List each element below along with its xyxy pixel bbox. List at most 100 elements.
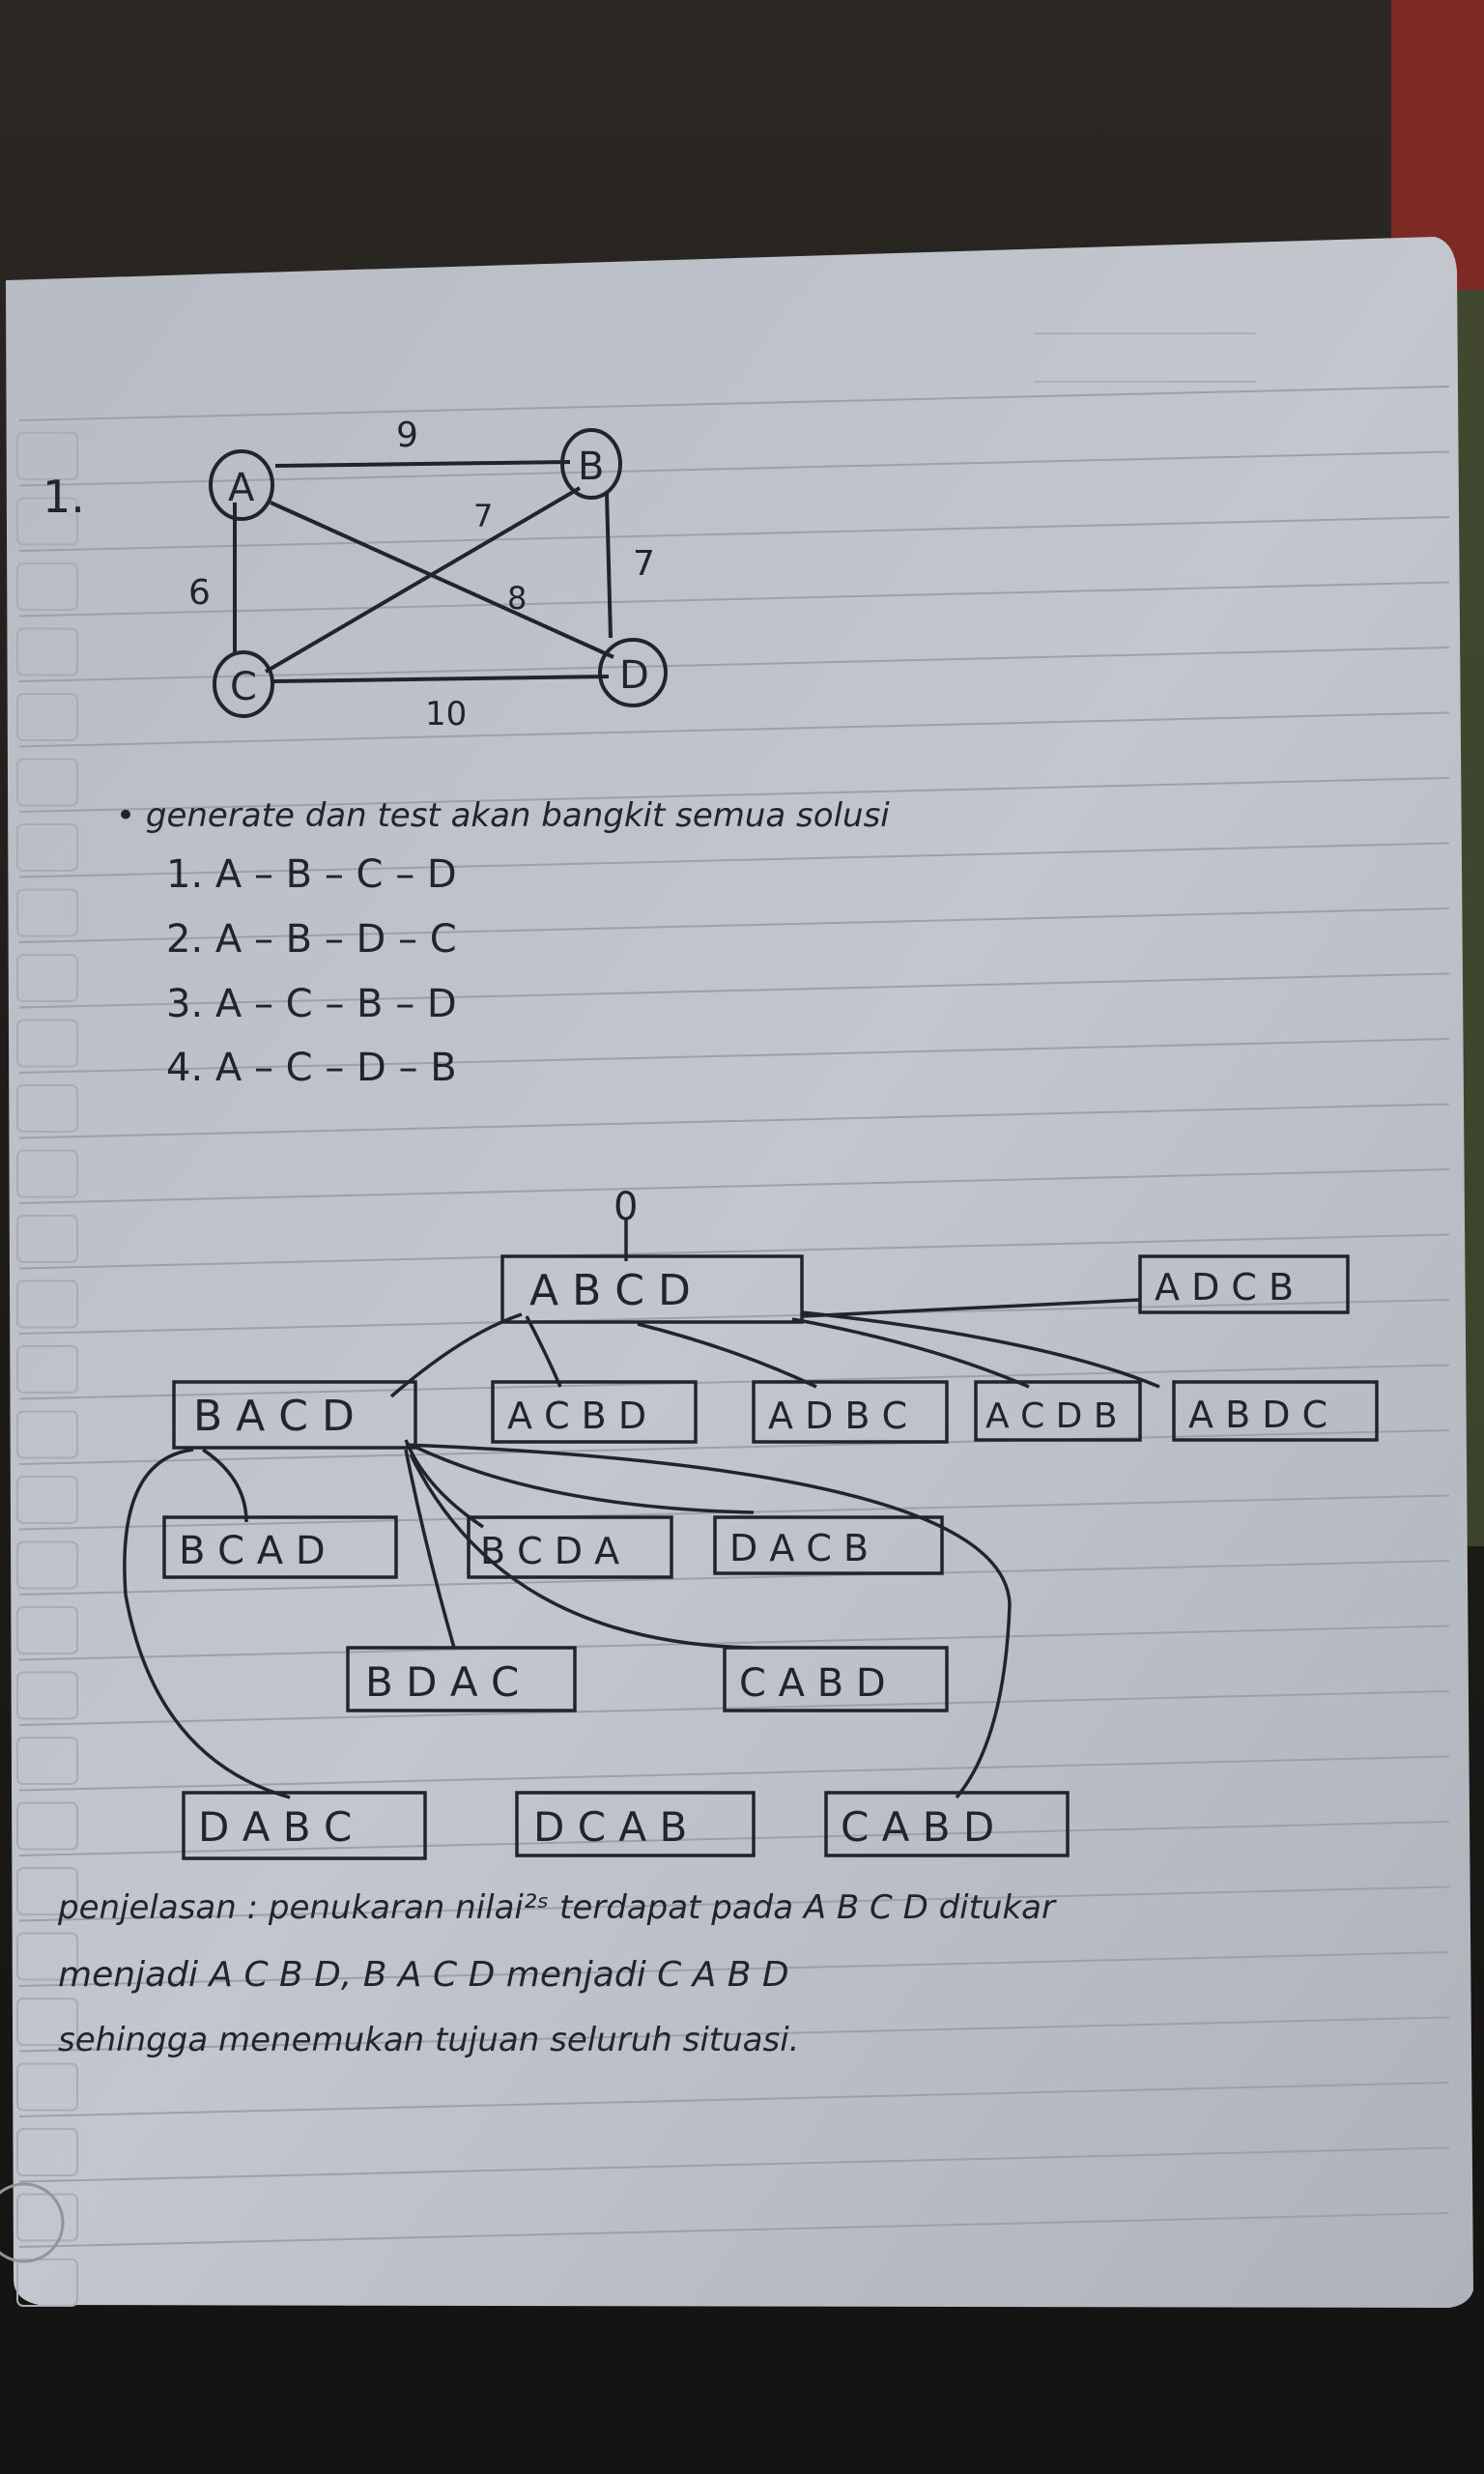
margin-box	[16, 1737, 78, 1785]
edge-b-d	[605, 492, 613, 639]
edge-a-b	[274, 460, 571, 468]
tree-l1-node-6: A D C B	[1155, 1266, 1294, 1309]
edge-c-b	[264, 486, 582, 674]
tree-root: A B C D	[529, 1266, 691, 1315]
solution-3: 3. A – C – B – D	[166, 982, 457, 1026]
ruled-line	[18, 1690, 1450, 1726]
margin-box	[16, 1801, 78, 1851]
margin-box	[16, 2062, 78, 2112]
tree-l2-node-1: B C A D	[179, 1529, 326, 1573]
edge-c-d	[272, 675, 610, 683]
ruled-line	[18, 1560, 1450, 1596]
margin-box	[16, 1932, 78, 1981]
margin-box	[16, 432, 78, 480]
margin-box	[16, 2258, 78, 2307]
node-c-label: C	[230, 665, 257, 709]
margin-box	[16, 758, 78, 807]
margin-box	[16, 1410, 78, 1459]
ruled-line	[18, 1299, 1450, 1335]
ruled-line	[18, 2082, 1450, 2117]
solution-4: 4. A – C – D – B	[166, 1046, 457, 1090]
node-d	[598, 638, 668, 707]
margin-box	[16, 497, 78, 546]
margin-box	[16, 627, 78, 676]
ruled-line	[18, 1103, 1450, 1139]
weight-b-d: 7	[633, 544, 655, 584]
ruled-line	[18, 1038, 1450, 1074]
tree-l1-node-3: A D B C	[768, 1395, 907, 1437]
notebook-page	[6, 237, 1473, 2308]
margin-box	[16, 693, 78, 741]
margin-box	[16, 1084, 78, 1133]
margin-box	[16, 562, 78, 611]
solution-1: 1. A – B – C – D	[166, 852, 457, 897]
margin-box	[16, 954, 78, 1002]
ruled-line	[18, 1429, 1450, 1465]
tree-l1-node-4: A C D B	[985, 1396, 1118, 1436]
margin-box	[16, 2193, 78, 2242]
edge-a-d	[270, 501, 614, 659]
margin-box	[16, 823, 78, 872]
ruled-line	[18, 1821, 1450, 1856]
ruled-line	[18, 972, 1450, 1009]
ruled-line	[18, 647, 1450, 682]
ruled-lines	[18, 386, 1450, 2248]
tree-root-marker: 0	[614, 1185, 638, 1229]
explanation-line-2: menjadi A C B D, B A C D menjadi C A B D	[58, 1955, 789, 1995]
tree-l2-node-8: C A B D	[841, 1803, 994, 1851]
tree-connectors	[123, 1218, 1160, 1799]
header-fields	[1034, 332, 1256, 383]
ruled-line	[18, 842, 1450, 878]
ruled-line	[18, 1885, 1450, 1922]
tree-l1-node-1: B A C D	[193, 1392, 355, 1441]
intro-text: • generate dan test akan bangkit semua s…	[116, 796, 890, 835]
weight-c-b: 7	[473, 498, 493, 534]
ring-hole	[0, 2182, 65, 2263]
node-b	[560, 428, 622, 500]
ruled-line	[18, 2146, 1450, 2183]
ruled-line	[18, 1168, 1450, 1204]
tree-l2-node-4: B D A C	[365, 1658, 519, 1706]
margin-box	[16, 1345, 78, 1394]
weight-a-d: 8	[507, 580, 527, 617]
margin-box	[16, 1476, 78, 1524]
margin-box	[16, 1280, 78, 1329]
ruled-line	[18, 907, 1450, 943]
node-c	[213, 650, 274, 718]
ruled-line	[18, 2016, 1450, 2053]
margin-box	[16, 1149, 78, 1198]
node-a-label: A	[228, 466, 255, 510]
margin-box	[16, 1606, 78, 1654]
explanation-line-3: sehingga menemukan tujuan seluruh situas…	[58, 2021, 799, 2059]
margin-box	[16, 2128, 78, 2176]
ruled-line	[18, 386, 1450, 421]
ruled-line	[18, 2212, 1450, 2248]
solution-2: 2. A – B – D – C	[166, 917, 457, 962]
explanation-line-1: penjelasan : penukaran nilai²ˢ terdapat …	[57, 1888, 1057, 1927]
tree-l1-node-5: A B D C	[1188, 1394, 1327, 1436]
node-a	[209, 449, 274, 521]
ruled-line	[18, 581, 1450, 618]
margin-box	[16, 1671, 78, 1720]
margin-box	[16, 888, 78, 937]
node-d-label: D	[619, 653, 649, 698]
tree-l2-node-3: D A C B	[729, 1527, 869, 1569]
margin-boxes	[16, 432, 78, 2307]
tree-l2-node-5: C A B D	[739, 1661, 886, 1706]
ruled-line	[18, 1951, 1450, 1987]
ruled-line	[18, 1233, 1450, 1270]
graph-edges	[233, 460, 614, 683]
margin-box	[16, 1540, 78, 1590]
margin-box	[16, 1019, 78, 1068]
ruled-line	[18, 1625, 1450, 1661]
weight-a-c: 6	[188, 573, 211, 613]
margin-box	[16, 1867, 78, 1915]
tree-l2-node-7: D C A B	[533, 1803, 687, 1851]
weight-a-b: 9	[396, 416, 418, 455]
tree-l2-node-2: B C D A	[480, 1530, 619, 1572]
weight-c-d: 10	[425, 695, 467, 734]
node-b-label: B	[578, 445, 604, 489]
tree-l2-node-6: D A B C	[198, 1803, 352, 1851]
margin-box	[16, 1998, 78, 2046]
